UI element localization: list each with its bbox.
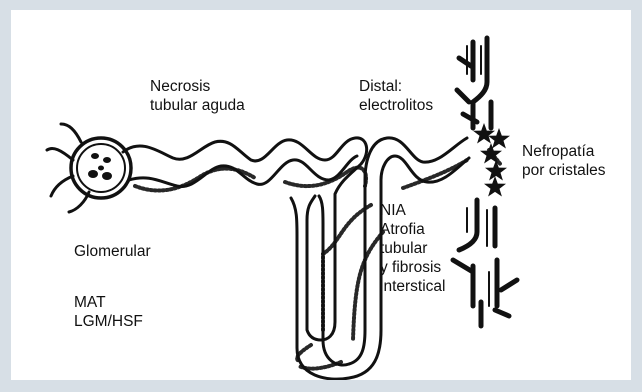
label-glomerular: Glomerular	[74, 242, 151, 261]
figure-panel: Necrosis tubular aguda Distal: electroli…	[11, 10, 631, 380]
label-nefropatia-line2: por cristales	[522, 161, 606, 180]
label-nia-line4: y fibrosis	[380, 258, 445, 277]
label-necrosis-line1: Necrosis	[150, 77, 245, 96]
label-nia-line2: Atrofia	[380, 220, 445, 239]
label-distal: Distal: electrolitos	[359, 77, 433, 115]
label-necrosis-line2: tubular aguda	[150, 96, 245, 115]
collecting-duct	[453, 38, 517, 326]
label-nia-line1: NIA	[380, 201, 445, 220]
label-mat-line2: LGM/HSF	[74, 312, 143, 331]
star-icon	[485, 160, 507, 181]
label-nefropatia-line1: Nefropatía	[522, 142, 606, 161]
label-nefropatia: Nefropatía por cristales	[522, 142, 606, 180]
label-necrosis: Necrosis tubular aguda	[150, 77, 245, 115]
label-nia: NIA Atrofia tubular y fibrosis interstic…	[380, 201, 445, 296]
crystal-stars	[473, 123, 510, 197]
label-nia-line5: interstical	[380, 277, 445, 296]
label-mat: MAT LGM/HSF	[74, 293, 143, 331]
glomerulus-tuft	[88, 153, 112, 180]
label-distal-line1: Distal:	[359, 77, 433, 96]
label-distal-line2: electrolitos	[359, 96, 433, 115]
label-mat-line1: MAT	[74, 293, 143, 312]
tubule-shading	[135, 150, 501, 369]
label-nia-line3: tubular	[380, 239, 445, 258]
star-icon	[484, 176, 506, 197]
